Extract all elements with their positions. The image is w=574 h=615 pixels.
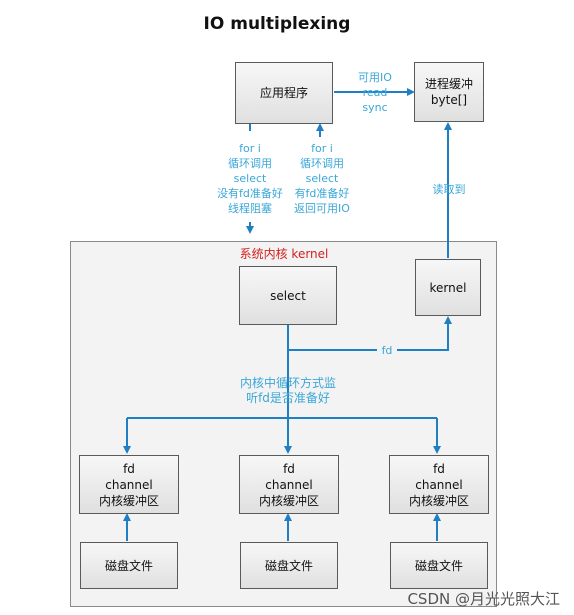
node-application-label: 应用程序 — [259, 86, 308, 100]
node-process-buffer: 进程缓冲 byte[] — [414, 62, 484, 122]
diagram-title: IO multiplexing — [203, 14, 351, 34]
label-app-down-line-1: for i — [239, 142, 261, 155]
node-application: 应用程序 — [235, 62, 333, 124]
edge-select-to-kernel — [287, 316, 452, 351]
node-select-label: select — [270, 288, 306, 303]
node-channel-1-line-1: fd — [123, 461, 135, 476]
node-disk-3: 磁盘文件 — [390, 542, 488, 589]
node-disk-1: 磁盘文件 — [80, 542, 178, 589]
label-monitor-line-1: 内核中循环方式监 — [239, 376, 336, 390]
label-select-up-line-3: select — [305, 172, 339, 185]
node-channel-2-line-1: fd — [283, 461, 295, 476]
node-kernel: kernel — [415, 259, 481, 316]
label-app-to-buffer: 可用IO read sync — [350, 70, 400, 115]
label-select-up-line-5: 返回可用IO — [294, 202, 350, 215]
label-select-up: for i 循环调用 select 有fd准备好 返回可用IO — [284, 141, 360, 216]
node-disk-2-label: 磁盘文件 — [264, 558, 313, 573]
node-disk-3-label: 磁盘文件 — [414, 558, 463, 573]
label-select-up-line-4: 有fd准备好 — [294, 187, 350, 200]
node-channel-3-line-3: 内核缓冲区 — [408, 493, 469, 508]
node-disk-2: 磁盘文件 — [240, 542, 338, 589]
label-monitor: 内核中循环方式监 听fd是否准备好 — [233, 376, 343, 406]
node-channel-2: fd channel 内核缓冲区 — [239, 455, 339, 514]
label-kernel-to-buffer: 读取到 — [432, 183, 466, 196]
node-channel-3-line-1: fd — [433, 461, 445, 476]
label-app-down-line-3: select — [233, 172, 267, 185]
node-select: select — [239, 266, 337, 325]
label-app-to-buffer-line-2: read — [362, 86, 388, 99]
label-select-to-kernel: fd — [377, 343, 397, 358]
watermark: CSDN @月光光照大江 — [407, 590, 560, 608]
node-channel-1-line-3: 内核缓冲区 — [98, 493, 159, 508]
node-process-buffer-line-2: byte[] — [430, 93, 468, 107]
label-app-to-buffer-line-1: 可用IO — [358, 71, 392, 84]
label-app-down: for i 循环调用 select 没有fd准备好 线程阻塞 — [208, 141, 292, 216]
kernel-region-label: 系统内核 kernel — [239, 247, 329, 261]
node-channel-1: fd channel 内核缓冲区 — [79, 455, 179, 514]
label-select-up-line-2: 循环调用 — [300, 157, 344, 170]
node-process-buffer-line-1: 进程缓冲 — [424, 77, 473, 91]
label-app-to-buffer-line-3: sync — [362, 101, 388, 114]
label-app-down-line-5: 线程阻塞 — [228, 202, 272, 215]
node-disk-1-label: 磁盘文件 — [104, 558, 153, 573]
node-channel-3: fd channel 内核缓冲区 — [389, 455, 489, 514]
node-kernel-label: kernel — [429, 280, 467, 295]
node-channel-1-line-2: channel — [105, 477, 153, 492]
node-channel-3-line-2: channel — [415, 477, 463, 492]
label-app-down-line-4: 没有fd准备好 — [217, 187, 283, 200]
label-monitor-line-2: 听fd是否准备好 — [246, 391, 330, 405]
node-channel-2-line-2: channel — [265, 477, 313, 492]
node-channel-2-line-3: 内核缓冲区 — [258, 493, 319, 508]
label-app-down-line-2: 循环调用 — [228, 157, 272, 170]
label-select-up-line-1: for i — [311, 142, 333, 155]
